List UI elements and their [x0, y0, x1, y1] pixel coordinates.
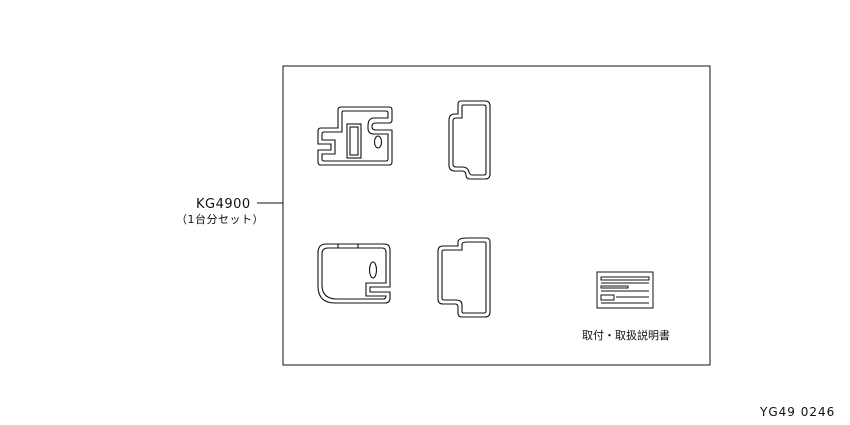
parts-box-outline: [282, 65, 711, 366]
hook-hole: [373, 135, 383, 149]
front-left-mat: [317, 106, 393, 166]
hook-hole: [368, 261, 378, 279]
front-right-mat: [448, 100, 491, 180]
manual-booklet-icon: [596, 271, 654, 309]
heel-pad: [346, 123, 362, 159]
rear-right-mat: [437, 237, 491, 318]
manual-label: 取付・取扱説明書: [582, 329, 670, 342]
part-set-note: （1台分セット）: [176, 213, 264, 226]
drawing-code: YG49 0246: [760, 405, 836, 419]
rear-left-mat: [317, 243, 391, 304]
part-number-label: KG4900: [196, 197, 251, 212]
